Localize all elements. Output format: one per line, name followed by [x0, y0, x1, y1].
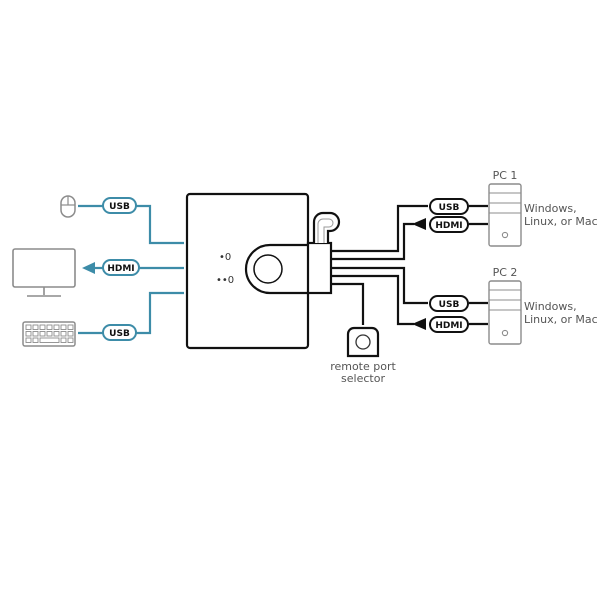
port-select-button[interactable] [253, 254, 283, 284]
pc2-label: PC 2 [493, 266, 518, 279]
keyboard-usb-connector: USB [102, 324, 137, 341]
keyboard-key [46, 324, 53, 330]
keyboard-key [67, 331, 74, 337]
remote-port-selector[interactable] [346, 326, 380, 358]
keyboard-key [25, 324, 32, 330]
keyboard-key [39, 324, 46, 330]
pc1-usb-cable [331, 204, 488, 253]
mouse-icon [60, 195, 76, 218]
pc2-usb-connector: USB [429, 295, 469, 312]
pc2-usb-cable [331, 266, 488, 305]
mouse-cable [78, 204, 184, 245]
remote-cable [331, 282, 365, 325]
pc2-hdmi-connector: HDMI [429, 316, 469, 333]
connector-label: USB [439, 300, 460, 310]
port-indicator-2: ••0 [216, 275, 234, 286]
keyboard-key [67, 337, 74, 343]
cable-connector-block [306, 241, 333, 295]
pc2-hdmi-cable [331, 274, 488, 326]
keyboard-key [39, 331, 46, 337]
pc1-hdmi-cable [331, 222, 488, 261]
keyboard-key [32, 331, 39, 337]
keyboard-key [25, 337, 32, 343]
pc1-label: PC 1 [493, 169, 518, 182]
pc2-hdmi-arrow [412, 318, 426, 330]
remote-label-line1: remote port [330, 360, 396, 373]
pc1-os-line2: Linux, or Mac [524, 215, 598, 228]
pc1-hdmi-connector: HDMI [429, 216, 469, 233]
keyboard-cable [78, 291, 184, 335]
keyboard-key [53, 331, 60, 337]
monitor-icon [12, 248, 76, 297]
keyboard-key [32, 324, 39, 330]
keyboard-key [60, 337, 67, 343]
keyboard-key [60, 324, 67, 330]
keyboard-key [60, 331, 67, 337]
connector-label: USB [439, 203, 460, 213]
remote-label-line2: selector [341, 372, 385, 385]
pc1-os-line1: Windows, [524, 202, 577, 215]
pc2-os-line1: Windows, [524, 300, 577, 313]
keyboard-key [46, 331, 53, 337]
keyboard-spacebar [39, 337, 60, 343]
pc1-usb-connector: USB [429, 198, 469, 215]
keyboard-key [32, 337, 39, 343]
pc2-tower-icon [488, 280, 522, 345]
pc2-os-line2: Linux, or Mac [524, 313, 598, 326]
keyboard-key [67, 324, 74, 330]
connector-label: HDMI [435, 221, 462, 231]
connector-label: USB [109, 329, 130, 339]
connector-label: HDMI [107, 264, 134, 274]
keyboard-key [25, 331, 32, 337]
port-indicator-1: •0 [219, 252, 231, 263]
pc1-tower-icon [488, 183, 522, 247]
keyboard-key [53, 324, 60, 330]
mouse-usb-connector: USB [102, 197, 137, 214]
connector-label: HDMI [435, 321, 462, 331]
keyboard-icon [22, 321, 76, 347]
pc1-hdmi-arrow [412, 218, 426, 230]
monitor-hdmi-connector: HDMI [102, 259, 140, 276]
monitor-arrow [82, 262, 95, 274]
connector-label: USB [109, 202, 130, 212]
